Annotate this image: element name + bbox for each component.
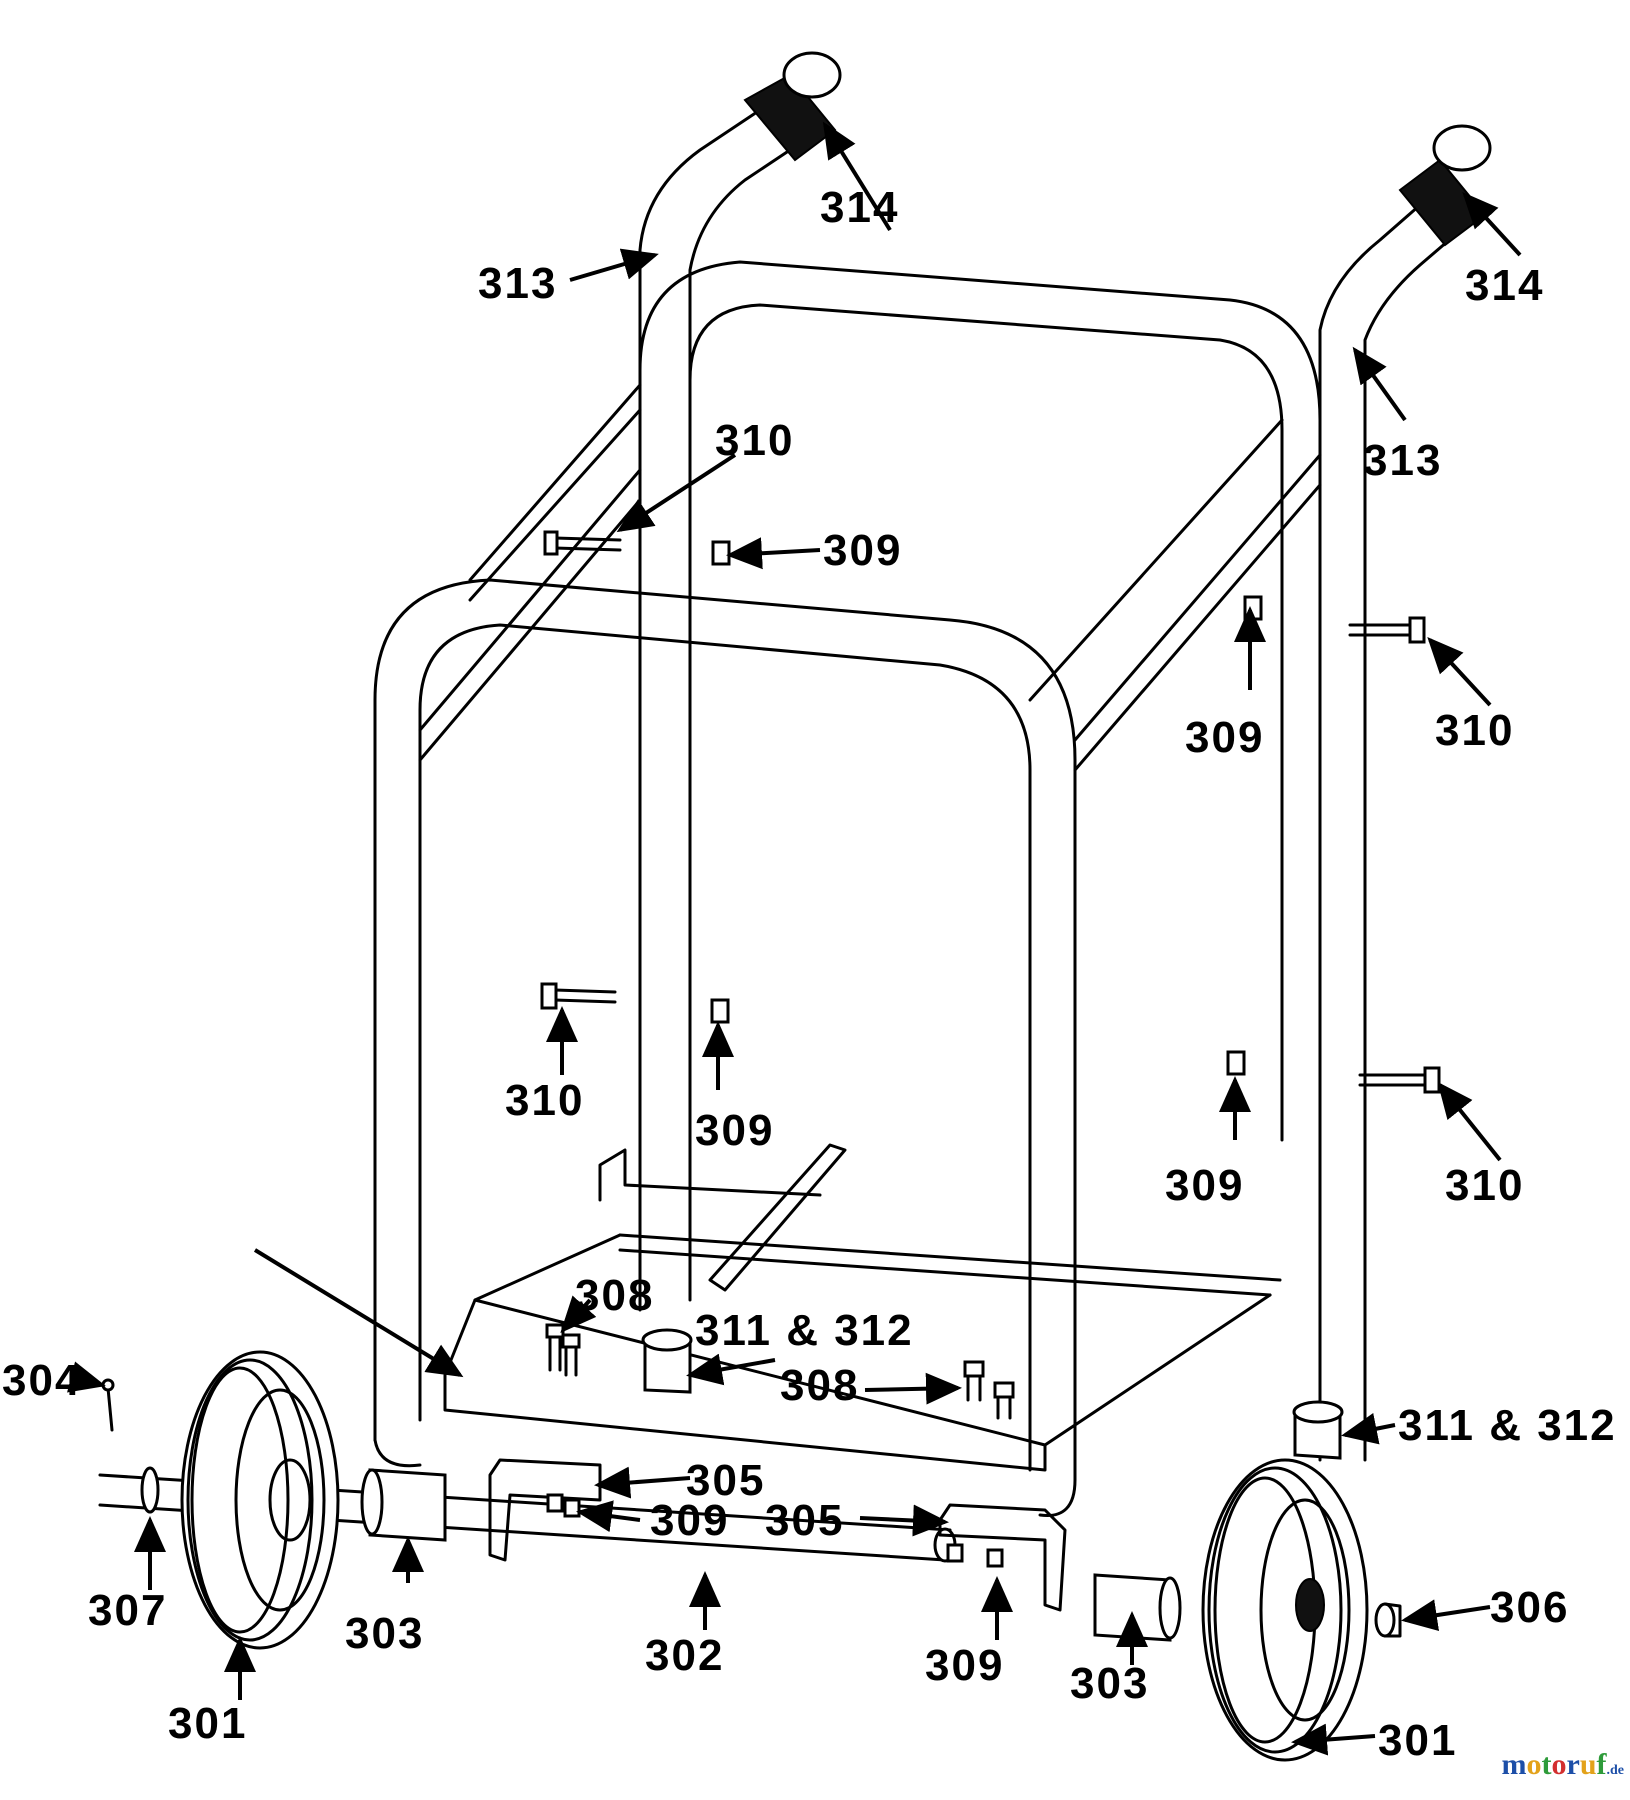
callout-labels: 314 314 313 313 310 309 309 310 310 309 …	[2, 183, 1617, 1765]
callout-309-c: 309	[695, 1106, 774, 1155]
lower-tube-left	[638, 1258, 692, 1312]
cotter-pin	[101, 1378, 115, 1432]
engine-mount-rail-right	[708, 1143, 847, 1292]
callout-309-a: 309	[823, 526, 902, 575]
wheel-left	[180, 1350, 340, 1650]
nut-309-f	[946, 1543, 1004, 1568]
callout-305-left: 305	[686, 1456, 765, 1505]
callout-314-right: 314	[1465, 261, 1544, 310]
callout-311-312-right: 311 & 312	[1398, 1401, 1617, 1450]
axle-spacer-right	[1093, 1573, 1182, 1642]
nut-309-e	[546, 1493, 581, 1518]
handle-grip-left	[743, 51, 842, 162]
callout-313-left: 313	[478, 259, 557, 308]
callout-309-b: 309	[1185, 713, 1264, 762]
axle-bracket-left	[488, 1458, 602, 1562]
bolt-310-c	[540, 982, 617, 1010]
handle-tube-left	[638, 108, 792, 382]
brand-letter: m	[1501, 1748, 1527, 1781]
axle-spacer-left	[360, 1468, 447, 1542]
leader-lines	[67, 121, 1522, 1756]
brand-suffix: .de	[1606, 1763, 1625, 1778]
brand-letter: f	[1596, 1748, 1607, 1781]
callout-306: 306	[1490, 1583, 1569, 1632]
callout-310-b: 310	[1435, 706, 1514, 755]
brand-letter: o	[1551, 1748, 1567, 1781]
callout-310-c: 310	[505, 1076, 584, 1125]
wheel-right	[1201, 1458, 1369, 1762]
callout-309-d: 309	[1165, 1161, 1244, 1210]
handle-tube-right	[1318, 203, 1457, 1462]
bolt-310-b	[1348, 616, 1426, 644]
axle-washer	[140, 1466, 160, 1514]
callout-313-right: 313	[1363, 436, 1442, 485]
top-side-rail-right	[1028, 418, 1322, 772]
bolts-308-left	[545, 1323, 581, 1377]
callout-303-left: 303	[345, 1609, 424, 1658]
nut-309-d	[1226, 1050, 1246, 1076]
axle-bracket-right	[938, 1503, 1067, 1612]
callout-308-left: 308	[575, 1271, 654, 1320]
engine-mount-rail-left	[598, 1148, 822, 1202]
callout-305-right: 305	[765, 1496, 844, 1545]
callout-309-f: 309	[925, 1641, 1004, 1690]
brand-letter: u	[1579, 1748, 1597, 1781]
rear-frame-tube	[638, 260, 1322, 1262]
brand-letter: t	[1541, 1748, 1552, 1781]
vibration-mount-right	[1292, 1400, 1344, 1460]
callout-311-312-center: 311 & 312	[695, 1306, 914, 1355]
callout-301-left: 301	[168, 1699, 247, 1748]
handle-grip-right	[1398, 124, 1492, 247]
callout-303-right: 303	[1070, 1659, 1149, 1708]
front-frame-tube	[373, 578, 1077, 1518]
bolt-310-d	[1358, 1066, 1441, 1094]
callout-309-e: 309	[650, 1496, 729, 1545]
nut-309-a	[711, 540, 731, 566]
nut-309-b	[1243, 595, 1263, 621]
callout-310-d: 310	[1445, 1161, 1524, 1210]
callout-302: 302	[645, 1631, 724, 1680]
callout-308-right: 308	[780, 1361, 859, 1410]
bolts-308-right	[963, 1360, 1015, 1420]
vibration-mount-center	[641, 1328, 693, 1394]
callout-314-left: 314	[820, 183, 899, 232]
nut-309-c	[710, 998, 730, 1024]
watermark-logo: motoruf.de	[1501, 1748, 1624, 1782]
callout-304: 304	[2, 1356, 81, 1405]
brand-letter: r	[1566, 1748, 1580, 1781]
brand-letter: o	[1526, 1748, 1542, 1781]
top-side-rail-left	[418, 383, 642, 762]
callout-307: 307	[88, 1586, 167, 1635]
bolt-310-a	[543, 530, 622, 556]
callout-301-right: 301	[1378, 1716, 1457, 1765]
hub-cap	[1374, 1602, 1402, 1638]
callout-310-a: 310	[715, 416, 794, 465]
